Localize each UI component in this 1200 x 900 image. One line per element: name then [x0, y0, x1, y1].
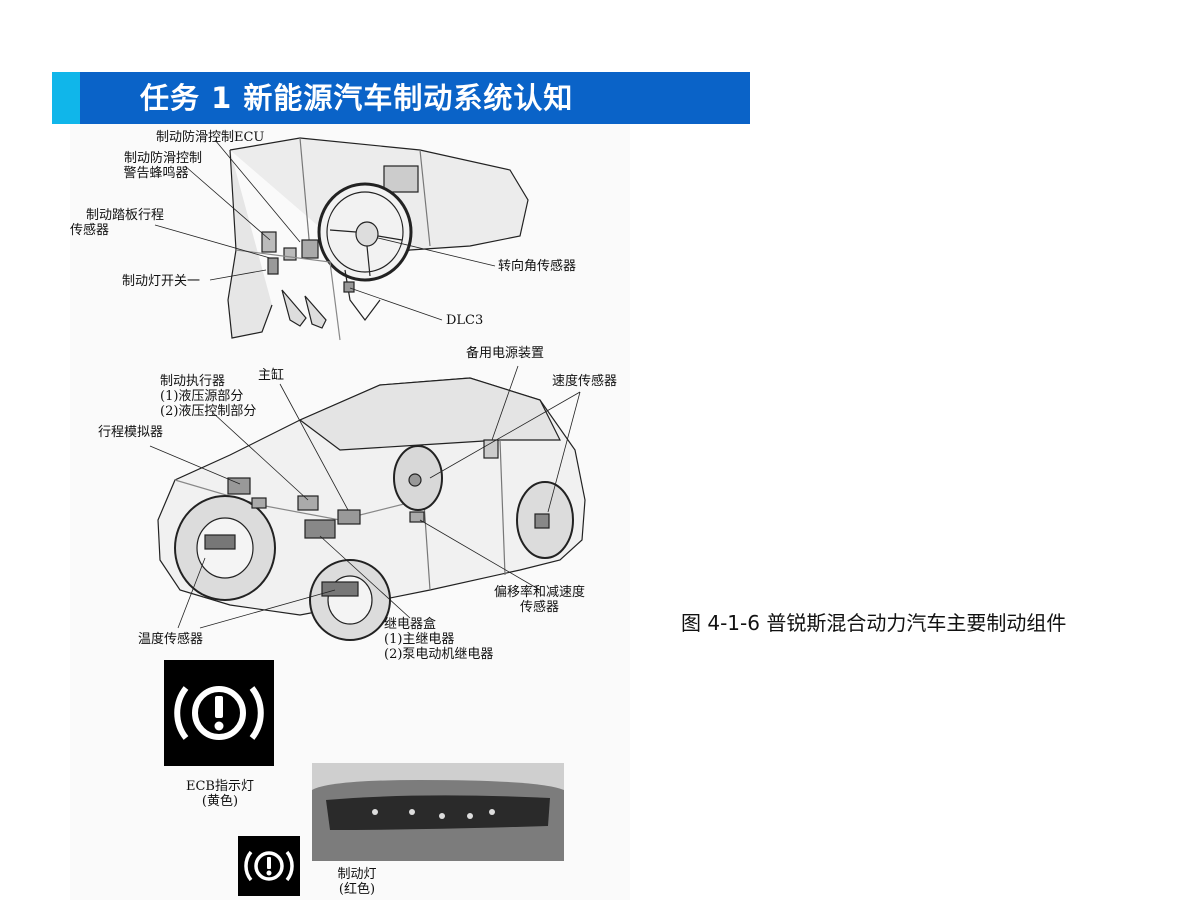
figure-caption: 图 4-1-6 普锐斯混合动力汽车主要制动组件: [681, 611, 1067, 635]
label-speed-sensor: 速度传感器: [552, 374, 618, 389]
label-stroke-simulator: 行程模拟器: [98, 425, 164, 440]
ecb-indicator-panel: [164, 660, 274, 766]
label-abs-ecu: 制动防滑控制ECU: [156, 130, 265, 145]
page-title: 任务 1 新能源汽车制动系统认知: [140, 81, 574, 115]
label-brake-lamp-line2: (红色): [338, 882, 376, 897]
dashboard-drawing: [154, 137, 529, 341]
label-brake-actuator-line3: (2)液压控制部分: [160, 404, 257, 419]
label-brake-lamp: 制动灯 (红色): [332, 867, 382, 897]
label-yaw-sensor-line1: 偏移率和减速度: [494, 585, 586, 600]
label-pedal-sensor: 制动踏板行程 传感器: [70, 208, 164, 238]
label-yaw-sensor: 偏移率和减速度 传感器: [494, 585, 585, 615]
label-relay-box-line3: (2)泵电动机继电器: [384, 647, 494, 662]
label-pedal-sensor-line2: 传感器: [70, 223, 110, 238]
label-relay-box-line1: 继电器盒: [384, 617, 437, 632]
label-ecb-indicator-line1: ECB指示灯: [186, 779, 254, 794]
instrument-cluster-photo: [312, 763, 564, 861]
label-temp-sensor: 温度传感器: [138, 632, 204, 647]
label-brake-actuator-line2: (1)液压源部分: [160, 389, 244, 404]
label-steering-sensor: 转向角传感器: [498, 259, 577, 274]
brake-lamp-panel: [238, 836, 300, 896]
label-dlc3: DLC3: [446, 313, 484, 328]
label-ecb-indicator: ECB指示灯 (黄色): [182, 779, 258, 809]
label-relay-box: 继电器盒 (1)主继电器 (2)泵电动机继电器: [384, 617, 493, 662]
label-ecb-indicator-line2: (黄色): [201, 794, 239, 809]
label-stop-lamp-switch: 制动灯开关一: [122, 274, 201, 289]
label-abs-buzzer: 制动防滑控制 警告蜂鸣器: [110, 151, 203, 181]
label-master-cylinder: 主缸: [258, 368, 285, 383]
label-brake-actuator: 制动执行器 (1)液压源部分 (2)液压控制部分: [160, 374, 256, 419]
label-brake-lamp-line1: 制动灯: [337, 867, 377, 882]
brake-warning-icon-large: [174, 686, 264, 740]
vehicle-drawing: [149, 365, 586, 641]
title-bar: [52, 72, 750, 124]
label-backup-power: 备用电源装置: [466, 346, 545, 361]
label-relay-box-line2: (1)主继电器: [384, 632, 455, 647]
label-abs-buzzer-line2: 警告蜂鸣器: [123, 166, 189, 181]
label-pedal-sensor-line1: 制动踏板行程: [86, 208, 165, 223]
title-accent: [52, 72, 80, 124]
label-yaw-sensor-line2: 传感器: [520, 600, 560, 615]
label-brake-actuator-line1: 制动执行器: [160, 374, 226, 389]
brake-warning-icon-small: [244, 850, 294, 882]
label-abs-buzzer-line1: 制动防滑控制: [124, 151, 203, 166]
